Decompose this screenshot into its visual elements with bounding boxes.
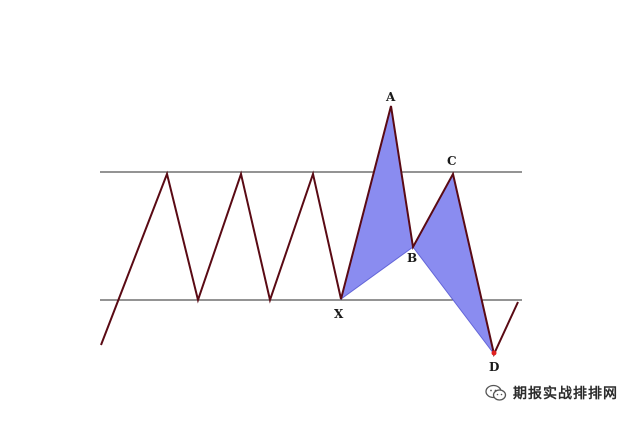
point-d-marker <box>491 350 497 356</box>
label-a: A <box>385 90 396 104</box>
watermark-text: 期报实战排排网 <box>513 386 618 402</box>
wechat-logo-icon <box>485 384 507 401</box>
xab-triangle <box>340 105 414 301</box>
watermark: 期报实战排排网 <box>485 383 618 403</box>
label-x: X <box>334 307 344 321</box>
label-d: D <box>489 360 499 374</box>
price-path <box>100 105 519 358</box>
bcd-triangle <box>412 172 495 355</box>
label-c: C <box>447 154 457 168</box>
label-b: B <box>407 251 417 265</box>
